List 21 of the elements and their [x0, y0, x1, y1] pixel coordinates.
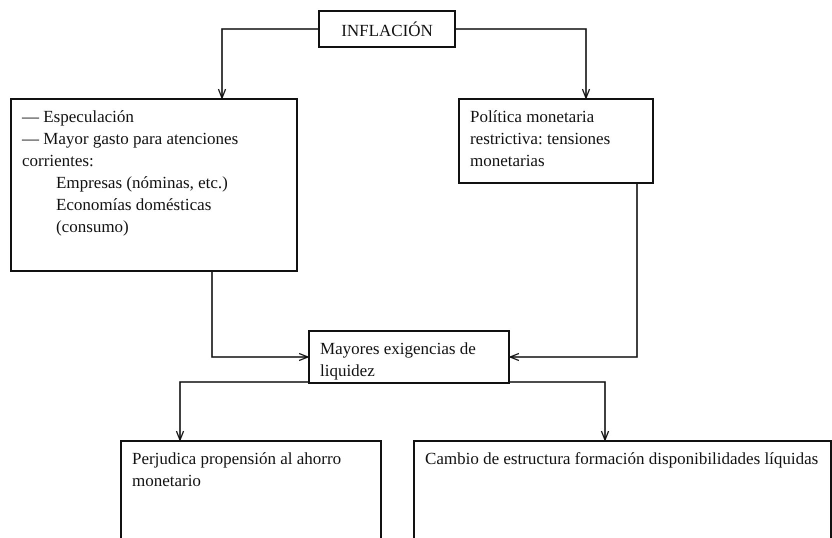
box-text: Mayores exigencias de liquidez — [320, 338, 477, 382]
arrow — [510, 381, 610, 441]
box-text: Política monetaria restrictiva: tensiones monetarias — [470, 106, 612, 172]
box-text: INFLACIÓN — [340, 20, 434, 42]
process-box — [413, 440, 832, 538]
box-text: — Mayor gasto para atenciones corrientes: — [22, 128, 240, 172]
arrow — [456, 28, 590, 99]
box-text: Economías domésticas (consumo) — [55, 194, 212, 238]
process-box — [120, 440, 382, 538]
process-box — [308, 330, 510, 384]
process-box — [10, 98, 298, 272]
arrow — [509, 184, 638, 362]
box-text: Empresas (nóminas, etc.) — [55, 172, 229, 194]
process-box — [318, 10, 456, 48]
arrow — [211, 272, 309, 362]
box-text: Cambio de estructura formación disponibilidades líquidas — [425, 448, 820, 470]
arrow — [176, 381, 308, 441]
box-text: — Especulación — [22, 106, 135, 128]
box-text: Perjudica propensión al ahorro monetario — [132, 448, 342, 492]
process-box — [458, 98, 654, 184]
arrow — [218, 28, 318, 99]
